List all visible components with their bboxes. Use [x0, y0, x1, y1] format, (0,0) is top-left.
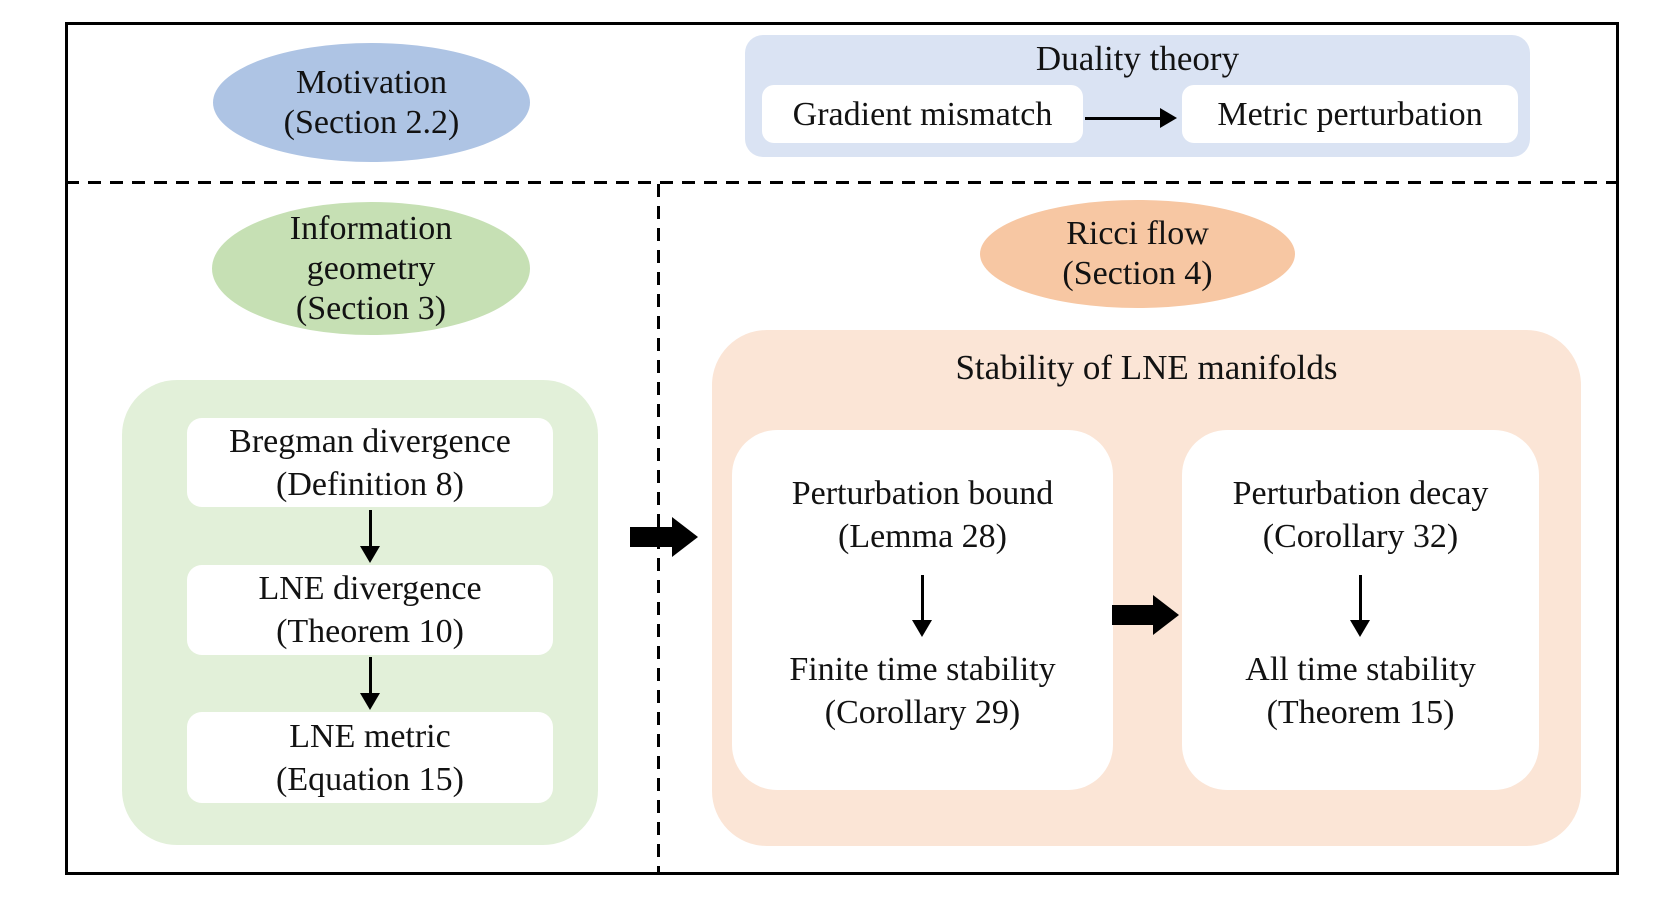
down-arrow-icon [360, 657, 380, 710]
information-geometry-label-line3: (Section 3) [295, 289, 447, 327]
finite-stability-box: Perturbation bound (Lemma 28) Finite tim… [732, 430, 1113, 790]
all-time-stability-text: All time stability (Theorem 15) [1245, 651, 1476, 731]
lne-metric-label-line1: LNE metric [289, 717, 451, 755]
down-arrow-icon [1350, 575, 1370, 637]
ricci-flow-label-line1: Ricci flow [1066, 215, 1209, 252]
ricci-flow-ellipse: Ricci flow (Section 4) [980, 200, 1295, 308]
stability-panel-title: Stability of LNE manifolds [955, 348, 1338, 387]
lne-divergence-label-line2: (Theorem 10) [276, 613, 464, 650]
lne-divergence-node: LNE divergence (Theorem 10) [187, 565, 553, 655]
perturbation-decay-text: Perturbation decay (Corollary 32) [1232, 475, 1489, 555]
lne-divergence-label-line1: LNE divergence [258, 570, 482, 607]
stability-thick-arrow-icon [1112, 595, 1179, 635]
bregman-divergence-node: Bregman divergence (Definition 8) [187, 418, 553, 507]
outer-frame [65, 22, 1619, 875]
information-geometry-ellipse: Information geometry (Section 3) [212, 202, 530, 335]
right-arrow-icon [1085, 108, 1177, 128]
alltime-stability-box: Perturbation decay (Corollary 32) All ti… [1182, 430, 1539, 790]
motivation-ellipse: Motivation (Section 2.2) [213, 43, 530, 162]
ricci-flow-label-line2: (Section 4) [1062, 255, 1213, 292]
lne-metric-node: LNE metric (Equation 15) [187, 712, 553, 803]
lne-metric-label-line2: (Equation 15) [276, 760, 464, 798]
duality-panel: Duality theory Gradient mismatch Metric … [745, 35, 1530, 157]
down-arrow-icon [912, 575, 932, 637]
metric-perturbation-label: Metric perturbation [1217, 95, 1483, 133]
dashed-divider-horizontal [66, 181, 1617, 184]
information-geometry-label-line1: Information [289, 209, 453, 247]
perturbation-bound-text: Perturbation bound (Lemma 28) [791, 475, 1054, 555]
gradient-mismatch-node: Gradient mismatch [762, 85, 1083, 143]
finite-time-stability-text: Finite time stability (Corollary 29) [789, 651, 1056, 731]
duality-panel-title: Duality theory [1035, 39, 1240, 78]
stability-panel: Stability of LNE manifolds Perturbation … [712, 330, 1581, 846]
motivation-label-line2: (Section 2.2) [283, 103, 460, 141]
motivation-label-line1: Motivation [295, 63, 448, 101]
information-geometry-label-line2: geometry [306, 249, 436, 287]
down-arrow-icon [360, 510, 380, 563]
flow-thick-arrow-icon [630, 517, 698, 557]
information-geometry-panel: Bregman divergence (Definition 8) LNE di… [122, 380, 598, 845]
bregman-divergence-label-line1: Bregman divergence [229, 422, 511, 460]
bregman-divergence-label-line2: (Definition 8) [276, 465, 464, 503]
gradient-mismatch-label: Gradient mismatch [792, 95, 1053, 133]
metric-perturbation-node: Metric perturbation [1182, 85, 1518, 143]
